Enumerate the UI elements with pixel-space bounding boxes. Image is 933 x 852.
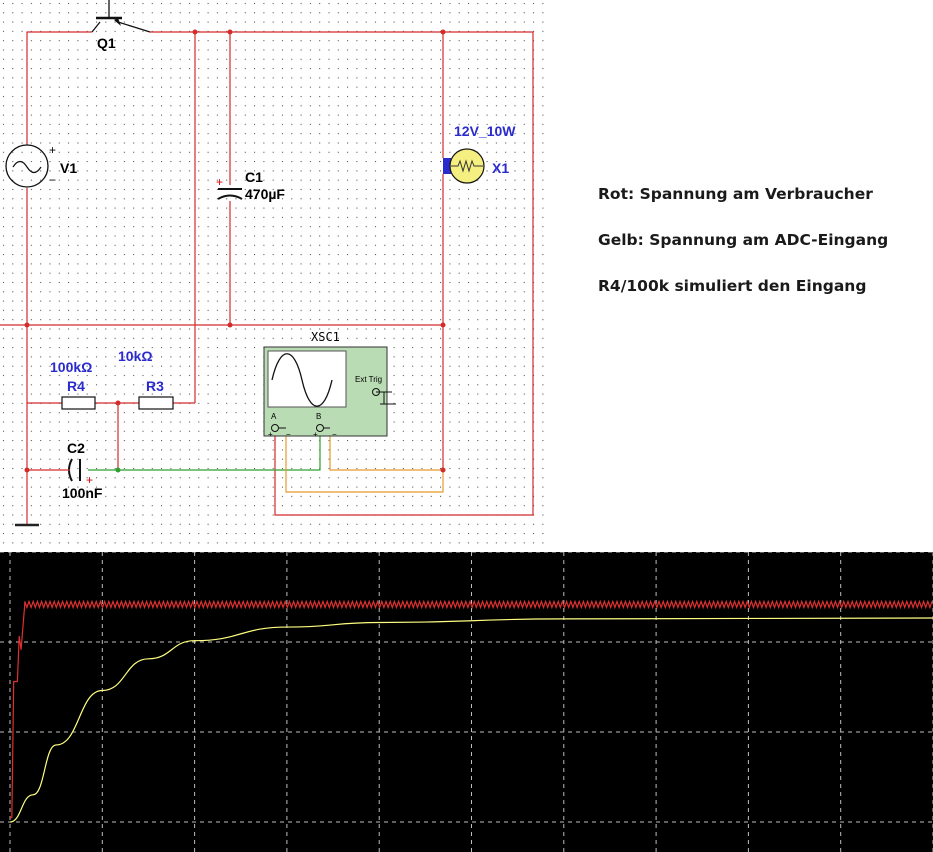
r3-value: 10kΩ (118, 348, 153, 364)
scope-wave-icon (271, 353, 333, 407)
red-trace-line (10, 599, 933, 819)
svg-text:+: + (86, 473, 93, 487)
channel-a-terminal[interactable] (271, 424, 279, 432)
oscilloscope-display (0, 552, 933, 852)
svg-text:−: − (49, 173, 56, 187)
channel-b-wire (285, 428, 444, 493)
svg-text:−: − (332, 430, 337, 439)
note-yellow-trace: Gelb: Spannung am ADC-Eingang (598, 231, 889, 249)
q1-label: Q1 (97, 35, 116, 51)
oscilloscope-xsc1[interactable]: XSC1 Ext Trig A B + − + − (263, 330, 396, 439)
scope-traces (9, 599, 933, 823)
xsc1-label: XSC1 (311, 330, 340, 344)
junction-dot-green (115, 467, 121, 473)
resistor-r3[interactable]: 10kΩ R3 (118, 348, 174, 410)
circuit-schematic: Q1 + − V1 + C1 470µF 12V_10W X1 100kΩ R4… (0, 0, 548, 548)
r3-label: R3 (146, 378, 164, 394)
notes-panel: Rot: Spannung am Verbraucher Gelb: Spann… (598, 184, 918, 322)
svg-text:+: + (216, 175, 223, 189)
junction-dots (24, 29, 446, 473)
scope-grid (0, 552, 933, 852)
channel-b-label: B (316, 412, 321, 421)
c1-value: 470µF (245, 186, 285, 202)
note-red-trace: Rot: Spannung am Verbraucher (598, 185, 873, 203)
x1-value: 12V_10W (454, 123, 516, 139)
channel-b-terminal[interactable] (316, 424, 324, 432)
capacitor-c1[interactable]: + C1 470µF (216, 169, 285, 202)
schematic-grid (0, 0, 548, 548)
svg-text:−: − (286, 430, 291, 439)
r4-value: 100kΩ (50, 359, 92, 375)
svg-text:+: + (313, 430, 318, 439)
c2-label: C2 (67, 440, 85, 456)
lamp-x1[interactable]: 12V_10W X1 (443, 123, 516, 184)
yellow-trace-line (9, 617, 933, 823)
v1-label: V1 (60, 160, 77, 176)
svg-text:+: + (268, 430, 273, 439)
svg-text:+: + (49, 143, 56, 157)
transistor-q1[interactable]: Q1 (91, 0, 151, 51)
c2-value: 100nF (62, 485, 103, 501)
resistor-r4[interactable]: 100kΩ R4 (50, 359, 96, 410)
c1-label: C1 (245, 169, 263, 185)
voltage-source-v1[interactable]: + − V1 (5, 143, 77, 188)
channel-a-label: A (271, 412, 277, 421)
r4-label: R4 (67, 378, 85, 394)
channel-a-wire (88, 428, 321, 471)
note-r4-input: R4/100k simuliert den Eingang (598, 277, 867, 295)
capacitor-c2[interactable]: + C2 100nF (62, 440, 103, 501)
x1-label: X1 (492, 160, 509, 176)
ext-trig-label: Ext Trig (355, 375, 382, 384)
power-wires (0, 31, 534, 525)
